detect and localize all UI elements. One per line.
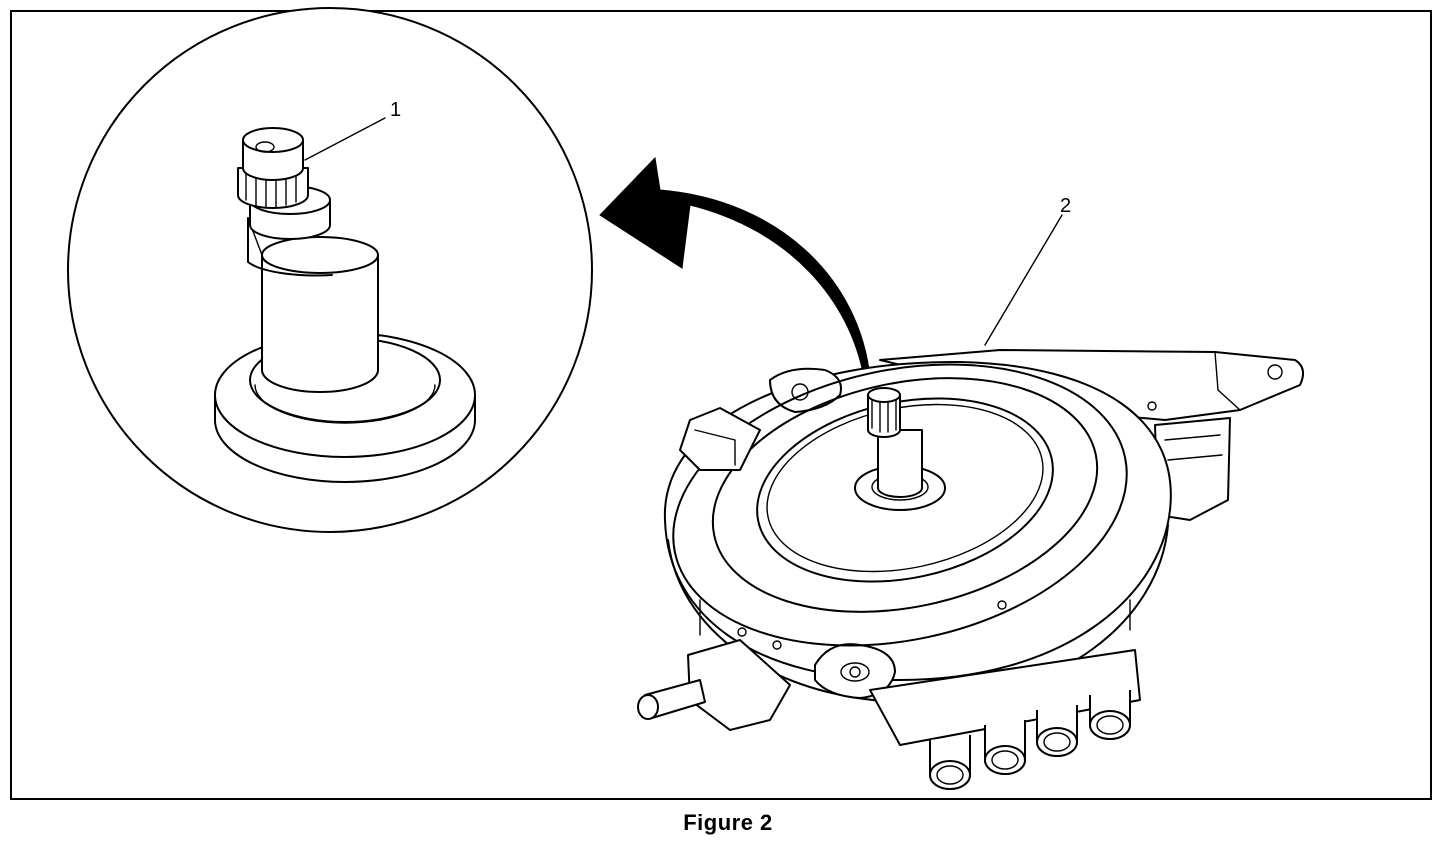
callout-2-label: 2	[1060, 195, 1071, 217]
callout-1-label: 1	[390, 99, 401, 121]
detail-view-circle: 1	[67, 7, 593, 533]
distributor-housing: 2	[637, 195, 1305, 790]
left-connector	[679, 407, 761, 471]
terminal-towers	[869, 649, 1141, 790]
callout-1-leader	[304, 117, 386, 161]
callout-2-leader	[984, 214, 1063, 346]
figure-caption: Figure 2	[683, 810, 773, 835]
distributor-shaft	[854, 387, 946, 511]
shaft-spline-tip	[237, 127, 309, 209]
vacuum-port	[637, 639, 791, 731]
detail-arrow	[599, 156, 871, 379]
